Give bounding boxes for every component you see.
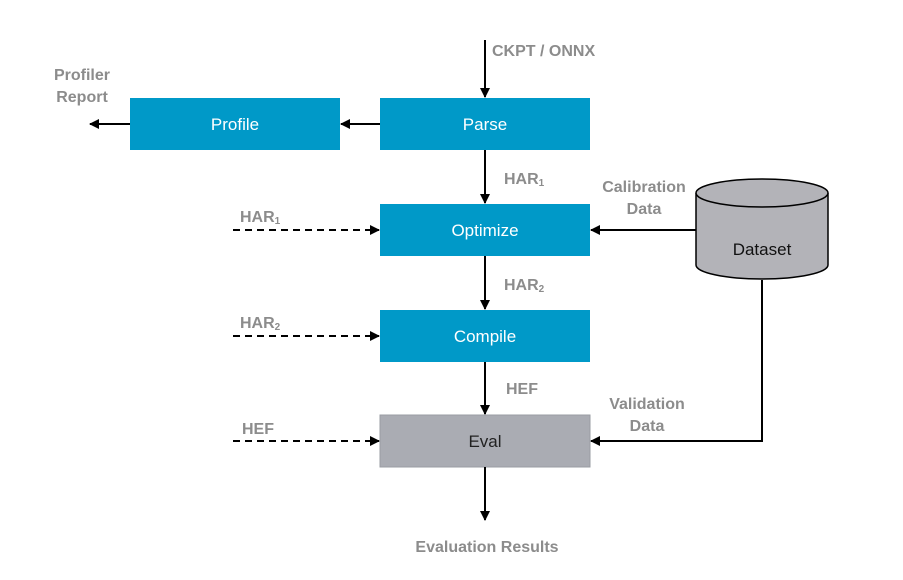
eval-box xyxy=(379,414,591,468)
profiler-report-label-1: Profiler xyxy=(54,67,110,84)
compile-box xyxy=(380,310,590,362)
har2-input-label: HAR2 xyxy=(240,315,281,333)
har2-flow-label: HAR2 xyxy=(504,277,545,295)
parse-label: Parse xyxy=(463,115,507,134)
validation-label-1: Validation xyxy=(609,396,685,413)
eval-label: Eval xyxy=(468,432,501,451)
validation-label-2: Data xyxy=(630,418,665,435)
hef-input-label: HEF xyxy=(242,421,274,438)
optimize-box xyxy=(380,204,590,256)
hef-flow-label: HEF xyxy=(506,381,538,398)
optimize-label: Optimize xyxy=(451,221,518,240)
calibration-label-2: Data xyxy=(627,201,662,218)
dataset-label: Dataset xyxy=(733,240,792,259)
output-label: Evaluation Results xyxy=(415,539,558,556)
compile-label: Compile xyxy=(454,327,516,346)
dataset-cylinder xyxy=(695,178,829,280)
har1-input-label: HAR1 xyxy=(240,209,281,227)
profiler-report-label-2: Report xyxy=(56,89,108,106)
calibration-label-1: Calibration xyxy=(602,179,686,196)
validation-arrow xyxy=(590,280,763,446)
profile-box xyxy=(130,98,340,150)
har1-flow-label: HAR1 xyxy=(504,171,545,189)
input-label: CKPT / ONNX xyxy=(492,43,595,60)
profile-label: Profile xyxy=(211,115,259,134)
parse-box xyxy=(380,98,590,150)
